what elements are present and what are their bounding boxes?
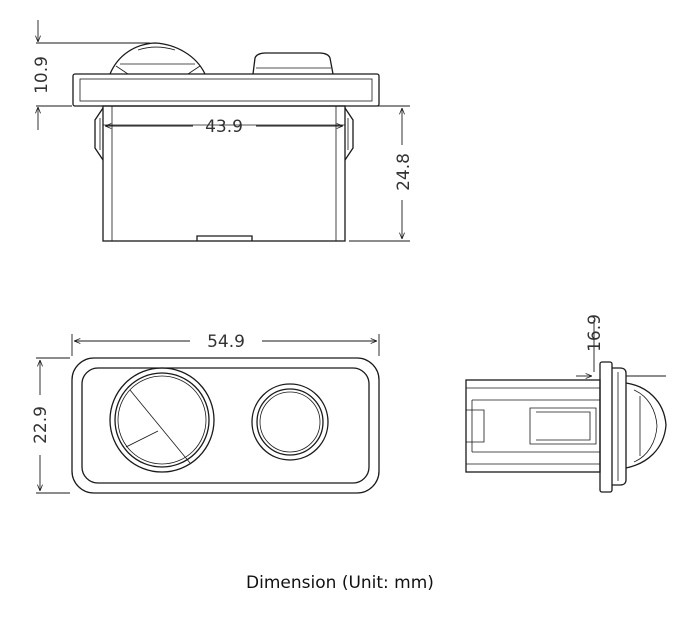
- dim-label-side-depth: 16.9: [585, 314, 605, 352]
- dim-label-body-height: 24.8: [394, 153, 414, 191]
- caption: Dimension (Unit: mm): [246, 573, 434, 593]
- dimension-drawing: 10.9 43.9 24.8 54.9: [31, 20, 667, 494]
- dim-label-bezel-height: 22.9: [31, 406, 51, 444]
- dimension-bezel-width: 54.9: [71, 332, 380, 356]
- dimension-bezel-height: 22.9: [31, 357, 70, 494]
- dimension-top-height: 10.9: [32, 20, 150, 130]
- dimension-side-depth: 16.9: [576, 314, 666, 376]
- side-view: [465, 361, 667, 493]
- dimension-body-width: 43.9: [105, 117, 343, 137]
- dim-label-bezel-width: 54.9: [207, 332, 245, 352]
- dim-label-body-width: 43.9: [205, 117, 243, 137]
- dim-label-top-height: 10.9: [32, 56, 52, 94]
- face-view: [71, 357, 380, 494]
- dimension-body-height: 24.8: [349, 105, 414, 242]
- front-elevation-view: [72, 42, 380, 242]
